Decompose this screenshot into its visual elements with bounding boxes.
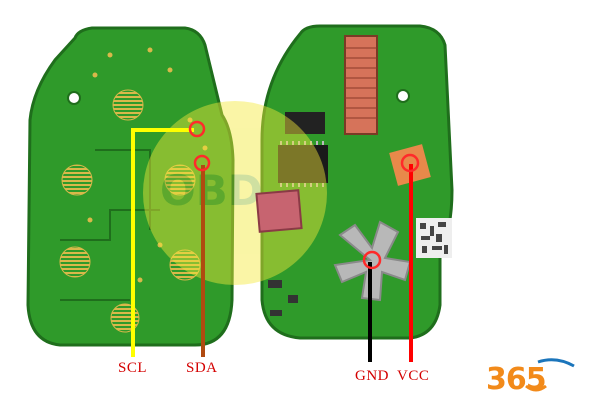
pad-4	[59, 246, 91, 278]
brand-logo: 365	[486, 356, 586, 404]
vcc-label: VCC	[397, 368, 430, 384]
watermark: OBD	[143, 101, 327, 285]
pad-1	[112, 89, 144, 121]
sda-marker	[193, 154, 211, 172]
gnd-label: GND	[355, 368, 389, 384]
scl-marker	[188, 120, 206, 138]
vcc-marker	[400, 153, 420, 173]
gnd-marker	[362, 250, 382, 270]
ic-chip-lower	[278, 145, 328, 183]
sda-label: SDA	[186, 360, 218, 376]
smile-icon	[525, 358, 575, 392]
ic-chip-upper	[285, 112, 325, 134]
pad-5	[169, 249, 201, 281]
pad-2	[61, 164, 93, 196]
pad-3	[164, 164, 196, 196]
scl-label: SCL	[118, 360, 148, 376]
gnd-pad	[333, 220, 412, 302]
logo-text: 365	[486, 362, 547, 397]
coil-component	[344, 35, 378, 135]
svg-text:OBD: OBD	[160, 166, 263, 215]
scl-wire	[131, 128, 194, 357]
left-pcb-board	[26, 26, 235, 347]
center-chip	[255, 189, 303, 233]
right-pcb-board	[260, 24, 454, 340]
